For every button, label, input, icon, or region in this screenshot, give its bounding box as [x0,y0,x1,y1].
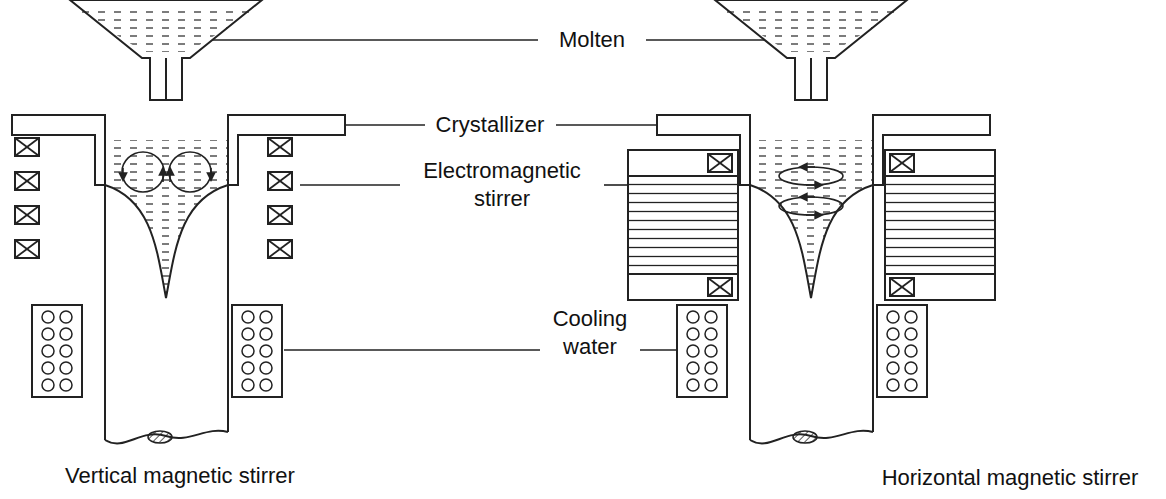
part-label: Electromagnetic stirrer [407,157,597,213]
leader-lines [212,40,765,350]
figure-caption: Horizontal magnetic stirrer [860,464,1160,492]
part-label: Crystallizer [420,111,560,139]
part-label: Cooling water [535,305,645,361]
figure-caption: Vertical magnetic stirrer [20,462,340,490]
part-label: Molten [537,26,647,54]
